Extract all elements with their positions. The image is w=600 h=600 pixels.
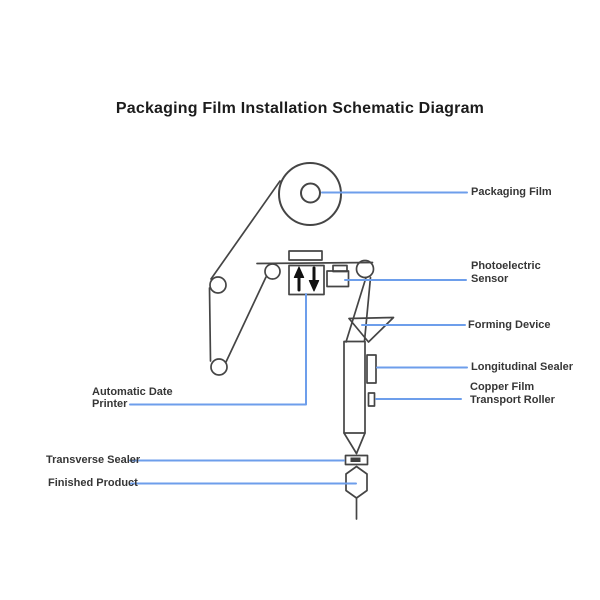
label-packaging-film: Packaging Film — [471, 186, 552, 198]
transverse-sealer-frame — [344, 454, 369, 466]
packaging-film-core — [300, 182, 321, 204]
guide-roller — [209, 276, 227, 294]
label-longitudinal-sealer: Longitudinal Sealer — [471, 361, 574, 373]
finished-bag — [345, 465, 368, 499]
film-descent-line — [345, 276, 367, 343]
longitudinal-sealer-bar — [366, 354, 377, 384]
film-path-segment — [210, 180, 281, 280]
up-arrow-icon — [293, 266, 305, 292]
date-printer-box — [288, 264, 325, 296]
packaging-film-roll — [278, 162, 342, 226]
guide-roller — [264, 263, 281, 280]
forming-shoulder — [348, 316, 395, 343]
label-finished-product: Finished Product — [48, 477, 138, 489]
transverse-sealer-jaw — [350, 457, 361, 462]
label-forming-device: Forming Device — [468, 319, 551, 331]
printer-top-plate — [288, 250, 323, 261]
leader-automatic-date-printer — [129, 293, 307, 406]
film-path-segment — [225, 276, 267, 363]
film-path-segment — [208, 287, 212, 362]
film-descent-line — [363, 276, 372, 342]
label-copper-film-transport-roller: Copper Film Transport Roller — [470, 381, 555, 406]
page-title: Packaging Film Installation Schematic Di… — [115, 100, 485, 117]
guide-roller — [355, 259, 375, 279]
photoelectric-sensor-box — [326, 270, 350, 288]
film-path-segment — [256, 261, 374, 265]
label-transverse-sealer: Transverse Sealer — [46, 454, 141, 466]
label-photoelectric-sensor: Photoelectric Sensor — [471, 260, 541, 285]
funnel-edge — [355, 432, 366, 455]
forming-tube — [343, 340, 366, 434]
label-automatic-date-printer: Automatic Date Printer — [92, 386, 173, 410]
funnel-edge — [343, 432, 358, 455]
down-arrow-icon — [308, 266, 320, 292]
guide-roller — [210, 358, 228, 376]
copper-film-transport-roller-bar — [367, 392, 376, 407]
